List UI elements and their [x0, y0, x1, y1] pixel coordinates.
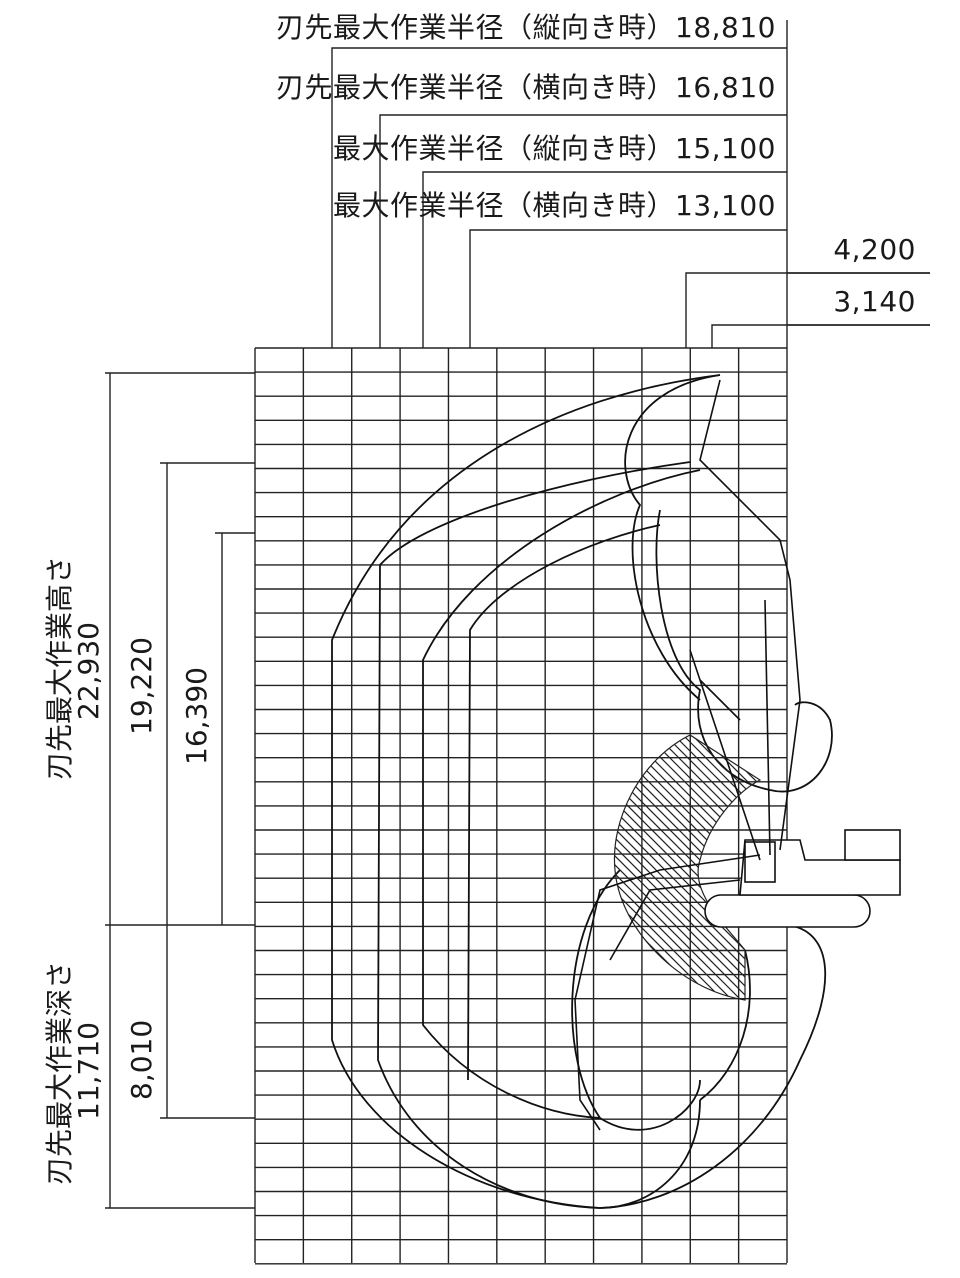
dim-label-1: 刃先最大作業半径（横向き時）16,810 [276, 71, 776, 104]
hatch-line [614, 735, 760, 1000]
envelope-13100 [467, 524, 661, 1081]
attachment-arc-low [571, 869, 701, 1131]
boom-upright [699, 379, 801, 851]
hatch-line [614, 735, 760, 1000]
height-22930: 22,930 [72, 622, 105, 720]
hatch-line [902, 720, 960, 1020]
hatch-line [614, 735, 760, 1000]
hatch-line [956, 720, 960, 1020]
excavator [574, 379, 901, 1131]
depth-8010: 8,010 [125, 1019, 158, 1100]
hatch-line [929, 720, 960, 1020]
hatch-line [640, 735, 760, 1000]
dim-label-0: 刃先最大作業半径（縦向き時）18,810 [276, 11, 776, 44]
dim-label-2: 最大作業半径（縦向き時）15,100 [333, 132, 776, 165]
hatch-line [614, 735, 760, 1000]
hatch-line [685, 735, 760, 1000]
boom-mid [689, 599, 771, 861]
hatch-line [893, 720, 960, 1020]
envelope-16810 [377, 461, 691, 1209]
hatch-line [614, 735, 760, 1000]
dim-label-3: 最大作業半径（横向き時）13,100 [333, 189, 776, 222]
hatch-line [622, 735, 760, 1000]
envelope-curves [331, 374, 833, 1209]
attachment-arc-mid [655, 509, 833, 793]
dim-4200: 4,200 [833, 233, 916, 266]
hatch-line [614, 735, 760, 1000]
height-19220: 19,220 [125, 637, 158, 735]
depth-11710: 11,710 [72, 1022, 105, 1120]
dim-3140: 3,140 [833, 285, 916, 318]
grid [254, 347, 788, 1265]
envelope-18810 [331, 374, 827, 1209]
hatch-line [676, 735, 760, 1000]
attachment-arc-bottom [599, 1099, 701, 1209]
hatch-line [911, 720, 960, 1020]
hatch-line [947, 720, 960, 1020]
envelope-15100 [422, 469, 701, 1119]
attachment-arc-top [624, 374, 721, 701]
height-16390: 16,390 [180, 667, 213, 765]
hatch-line [614, 735, 753, 1000]
hatch-line [658, 735, 760, 1000]
boom-low [574, 854, 761, 1131]
crawler-track [704, 894, 871, 928]
swing-arc [699, 949, 751, 1101]
hatch-line [614, 735, 744, 1000]
hatch-line [614, 735, 760, 1000]
hatch-line [631, 735, 760, 1000]
hatch-line [920, 720, 960, 1020]
hatch-line [614, 735, 760, 1000]
hatch-line [667, 735, 760, 1000]
hatch-line [614, 735, 735, 1000]
counterweight [844, 829, 901, 861]
dimension-lines [105, 20, 930, 1209]
hatch-line [649, 735, 760, 1000]
hatch-line [938, 720, 960, 1020]
